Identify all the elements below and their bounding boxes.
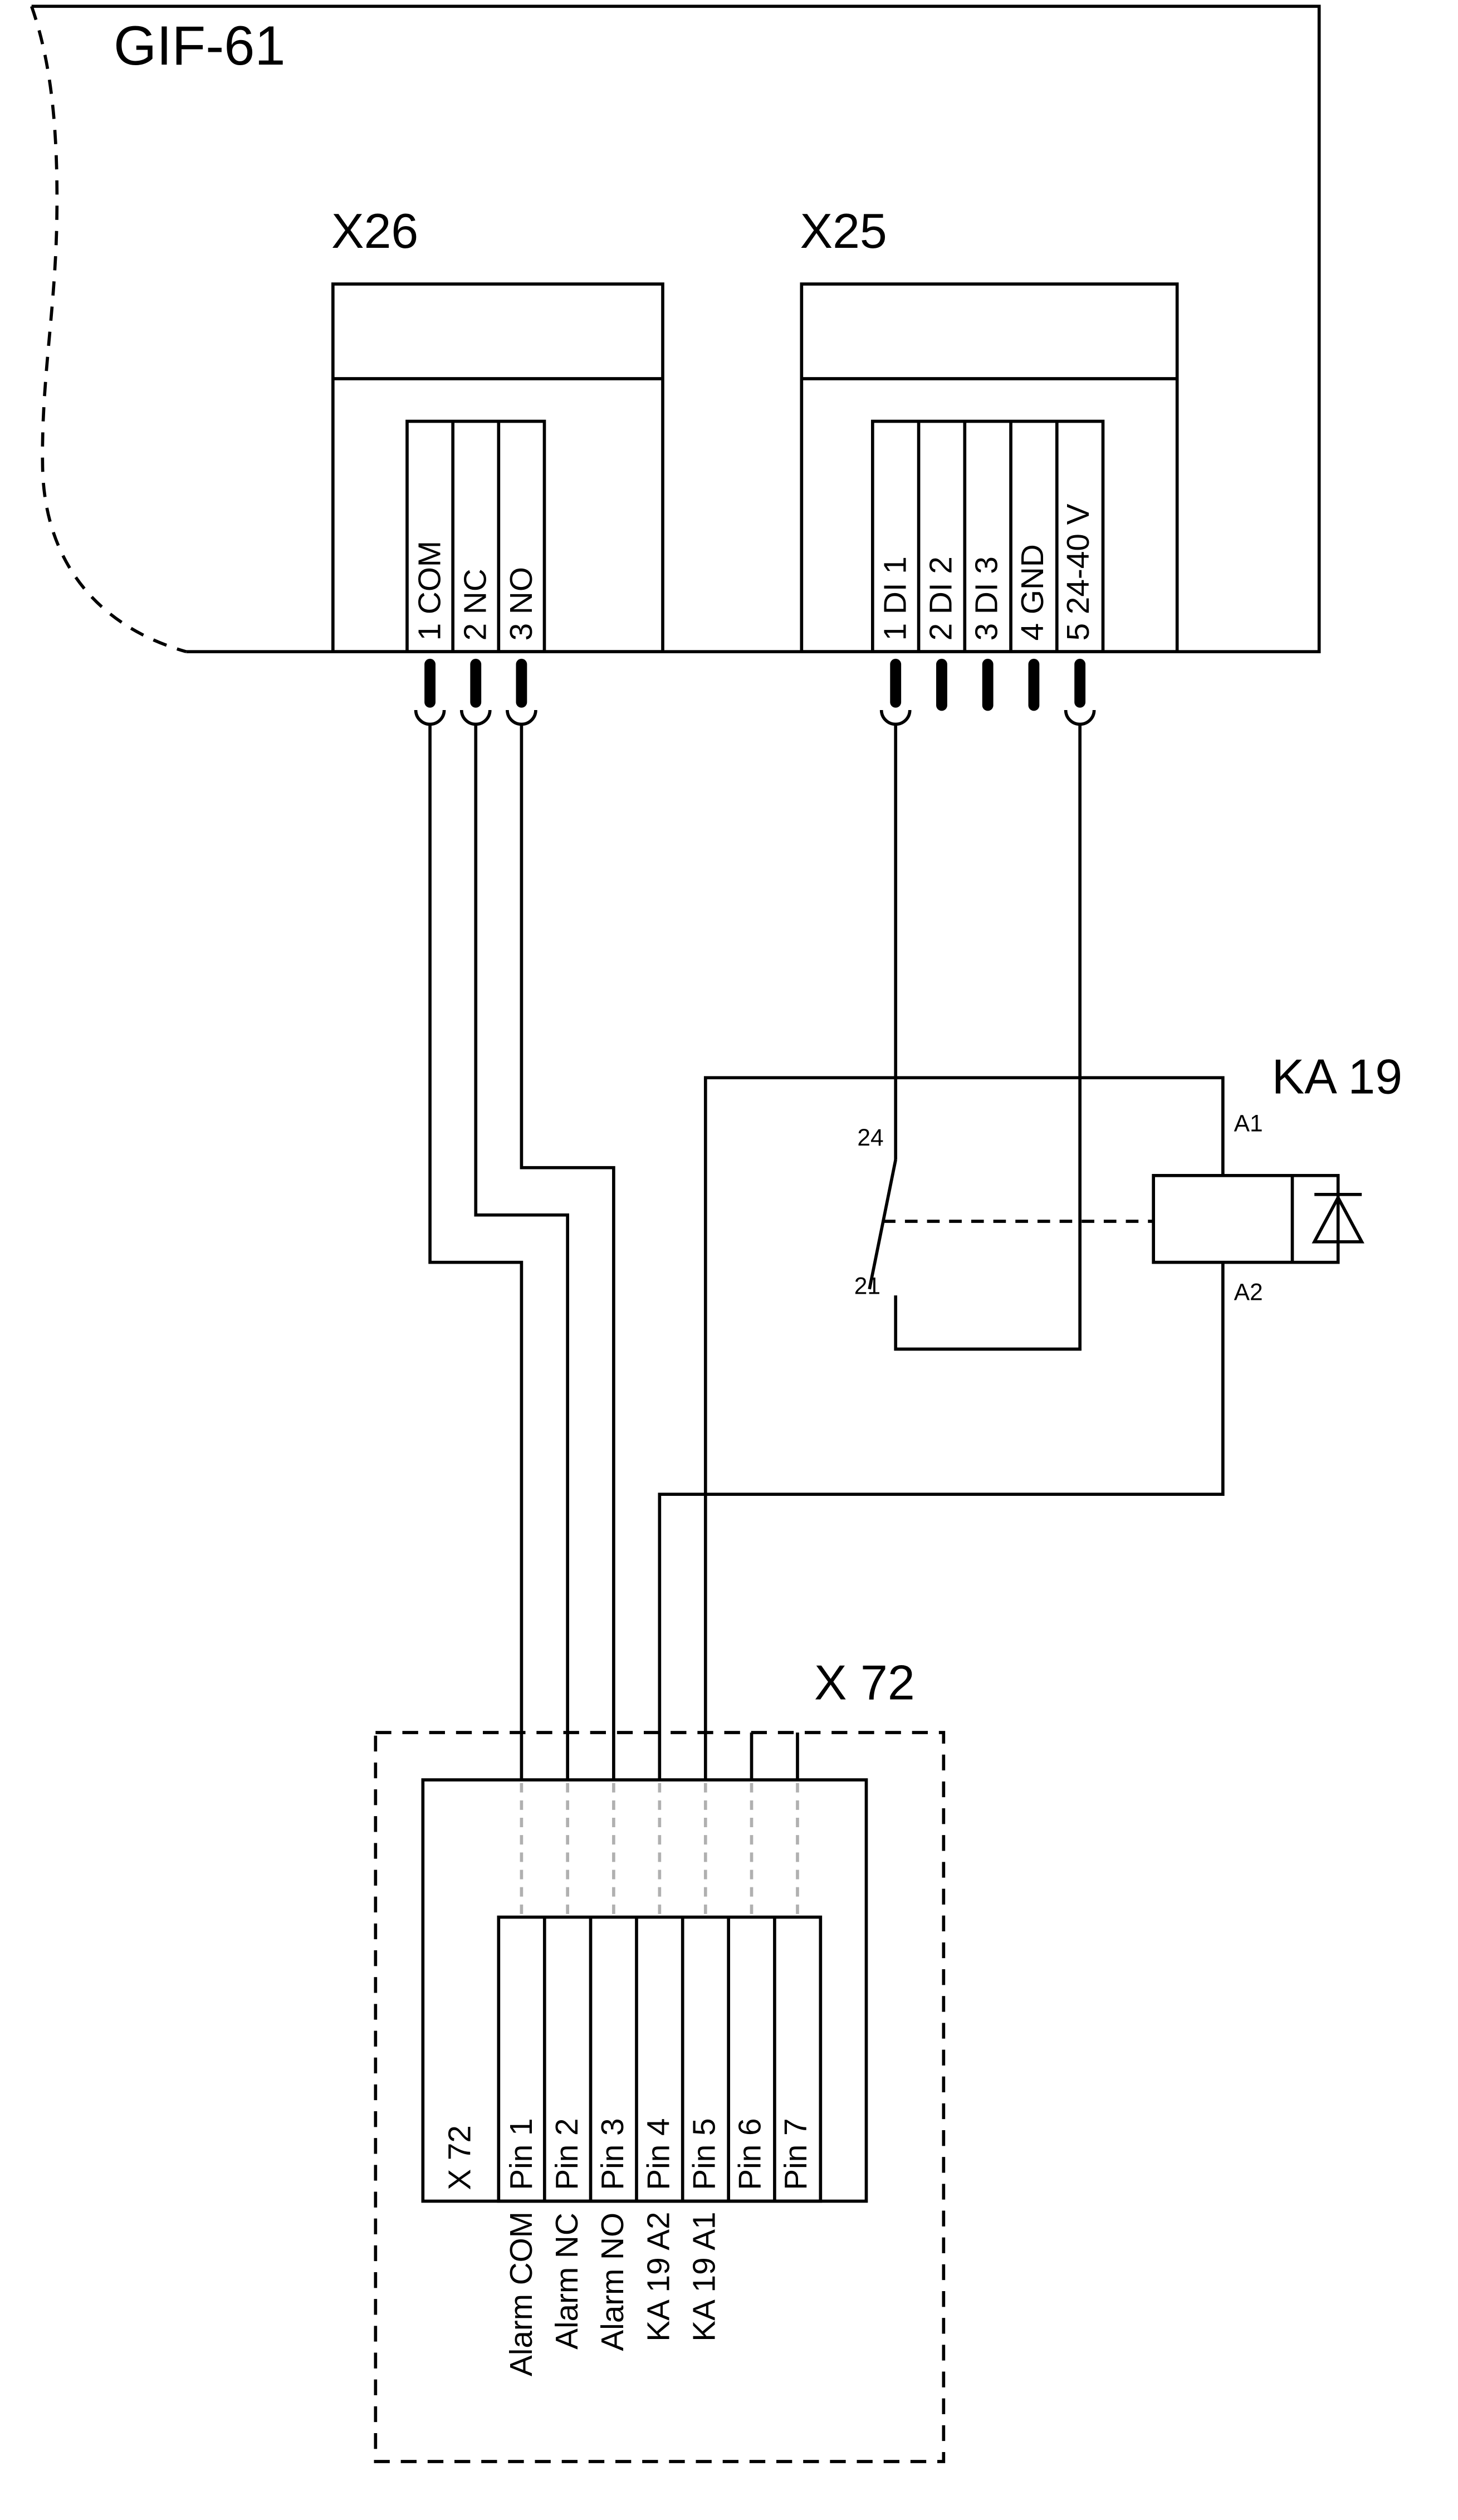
wire-24-40v <box>894 724 1082 1351</box>
relay-contact-24-label: 24 <box>857 1125 884 1152</box>
x72-dashed-boundary <box>374 1731 946 2463</box>
wire-ka19-a1 <box>703 1076 1225 1780</box>
x72-pin5-label: Pin 5 <box>688 2118 723 2190</box>
x72-pin3-label: Pin 3 <box>596 2118 632 2190</box>
relay-ka19-symbol <box>868 1159 1364 1290</box>
wire-alarm-nc <box>474 724 569 1780</box>
x72-pin2-label: Pin 2 <box>550 2118 585 2190</box>
x72-pin1-label: Pin 1 <box>504 2118 539 2190</box>
terminal-label-x26-1: 1 COM <box>412 540 448 641</box>
wires <box>428 724 1225 1780</box>
wire-ka19-a2 <box>658 1262 1225 1780</box>
terminal-label-x26-2: 2 NC <box>458 569 493 641</box>
signal-label-alarm-no: Alarm NO <box>596 2212 632 2351</box>
terminal-label-x26-3: 3 NO <box>504 567 539 641</box>
x72-title: X 72 <box>814 1655 915 1711</box>
x25-label: X25 <box>800 203 887 259</box>
x72-connector-box <box>374 1731 946 2463</box>
wire-alarm-com <box>428 724 523 1780</box>
terminal-label-x25-4: 4 GND <box>1016 544 1051 641</box>
gif61-dashed-boundary <box>30 6 187 653</box>
relay-label: KA 19 <box>1271 1049 1403 1105</box>
diode-triangle <box>1312 1194 1364 1244</box>
x72-internal-ghost-wires <box>520 1783 799 1917</box>
relay-coil-box <box>1152 1173 1294 1264</box>
wire-alarm-no <box>520 724 615 1780</box>
terminal-pins <box>424 658 1086 711</box>
signal-label-ka19-a2: KA 19 A2 <box>642 2212 677 2342</box>
x26-label: X26 <box>331 203 419 259</box>
relay-contact-21-label: 21 <box>854 1273 880 1300</box>
gif61-outline <box>30 4 1321 653</box>
x25-connector-box <box>800 282 1179 653</box>
device-title: GIF-61 <box>113 16 286 77</box>
x72-pin6-label: Pin 6 <box>734 2118 769 2190</box>
terminal-label-x25-1: 1 DI 1 <box>878 556 913 641</box>
x72-pin4-label: Pin 4 <box>642 2118 677 2190</box>
signal-label-alarm-com: Alarm COM <box>504 2212 539 2377</box>
x72-header-label: X 72 <box>443 2125 478 2190</box>
signal-label-alarm-nc: Alarm NC <box>550 2212 585 2349</box>
diode-connection <box>1292 1173 1340 1264</box>
relay-coil-a2-label: A2 <box>1234 1279 1263 1307</box>
relay-contact-blade <box>868 1159 897 1290</box>
x72-pin7-label: Pin 7 <box>780 2118 815 2190</box>
terminal-label-x25-5: 5 24-40 V <box>1062 503 1098 641</box>
signal-label-ka19-a1: KA 19 A1 <box>688 2212 723 2342</box>
terminal-label-x25-2: 2 DI 2 <box>924 556 960 641</box>
terminal-label-x25-3: 3 DI 3 <box>970 556 1005 641</box>
terminal-sockets <box>414 709 1096 726</box>
relay-coil-a1-label: A1 <box>1234 1110 1263 1138</box>
x26-connector-box <box>331 282 664 653</box>
